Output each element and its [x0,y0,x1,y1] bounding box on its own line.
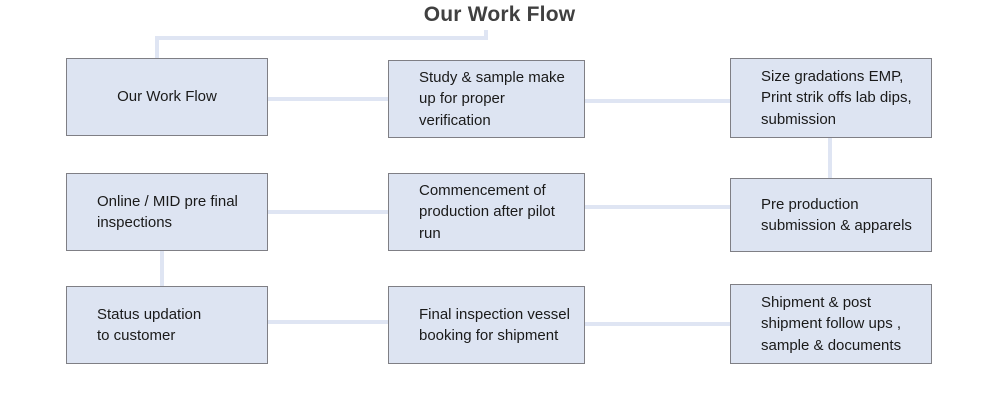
node-online-mid[interactable]: Online / MID pre final inspections [66,173,268,251]
connector-commencement-to-preproduction [583,205,732,209]
connector-start-to-study [266,97,390,101]
connector-size-to-preproduction [828,137,832,179]
node-status-updation-label: Status updation to customer [97,305,202,344]
node-size-gradations[interactable]: Size gradations EMP, Print strik offs la… [730,58,932,138]
connector-status-to-final [266,320,390,324]
node-pre-production[interactable]: Pre production submission & apparels [730,178,932,252]
connector-title-to-start-vertical-right [484,30,488,40]
connector-online-to-commencement [266,210,390,214]
page-title: Our Work Flow [423,3,576,26]
node-status-updation[interactable]: Status updation to customer [66,286,268,364]
connector-online-to-status [160,250,164,292]
node-study-sample[interactable]: Study & sample make up for proper verifi… [388,60,585,138]
node-our-work-flow[interactable]: Our Work Flow [66,58,268,136]
node-shipment-post-label: Shipment & post shipment follow ups , sa… [761,294,902,354]
node-final-inspection[interactable]: Final inspection vessel booking for ship… [388,286,585,364]
node-final-inspection-label: Final inspection vessel booking for ship… [419,305,570,344]
node-commencement-label: Commencement of production after pilot r… [419,182,555,242]
connector-title-to-start-horizontal [155,36,488,40]
connector-final-to-shipment [583,322,732,326]
connector-study-to-size [583,99,732,103]
node-online-mid-label: Online / MID pre final inspections [97,192,238,231]
node-shipment-post[interactable]: Shipment & post shipment follow ups , sa… [730,284,932,364]
node-size-gradations-label: Size gradations EMP, Print strik offs la… [761,68,912,128]
node-pre-production-label: Pre production submission & apparels [761,195,912,234]
connector-title-to-start-vertical-left [155,36,159,61]
node-study-sample-label: Study & sample make up for proper verifi… [419,69,565,129]
node-our-work-flow-label: Our Work Flow [117,88,217,106]
node-commencement[interactable]: Commencement of production after pilot r… [388,173,585,251]
